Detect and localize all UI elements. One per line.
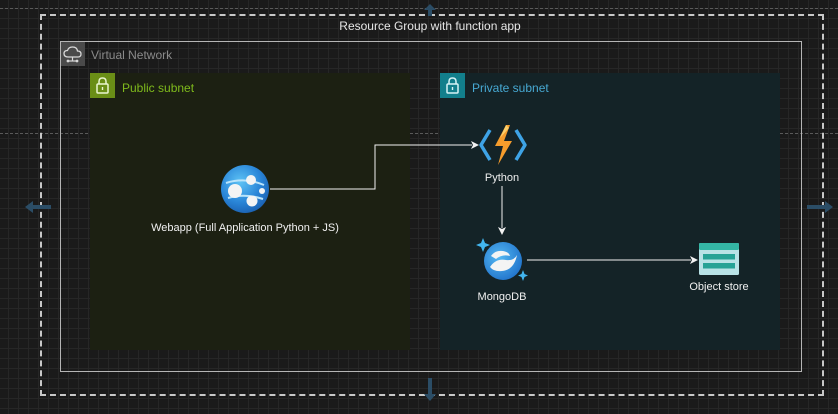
page-guide-middle [0,133,838,134]
lock-icon [90,73,115,98]
virtual-network-container[interactable] [60,41,802,372]
resize-handle-left-icon[interactable] [24,199,52,215]
resize-handle-bottom-icon[interactable] [422,378,438,402]
azure-app-service-icon[interactable] [220,164,270,214]
object-store-label: Object store [689,281,749,293]
azure-function-icon[interactable] [479,124,527,166]
resize-handle-right-icon[interactable] [806,199,834,215]
cosmos-db-icon[interactable] [476,234,530,288]
virtual-network-label: Virtual Network [91,48,173,62]
private-subnet-container[interactable] [440,73,780,350]
webapp-label: Webapp (Full Application Python + JS) [151,222,339,234]
public-subnet-label: Public subnet [122,81,195,95]
page-guide-top [0,8,838,9]
storage-account-icon[interactable] [699,243,739,275]
resize-handle-top-icon[interactable] [422,3,438,17]
python-label: Python [484,172,520,184]
cloud-network-icon [61,42,85,66]
private-subnet-label: Private subnet [472,81,549,95]
lock-icon [440,73,465,98]
resource-group-label: Resource Group with function app [339,19,521,33]
mongodb-label: MongoDB [477,291,527,303]
